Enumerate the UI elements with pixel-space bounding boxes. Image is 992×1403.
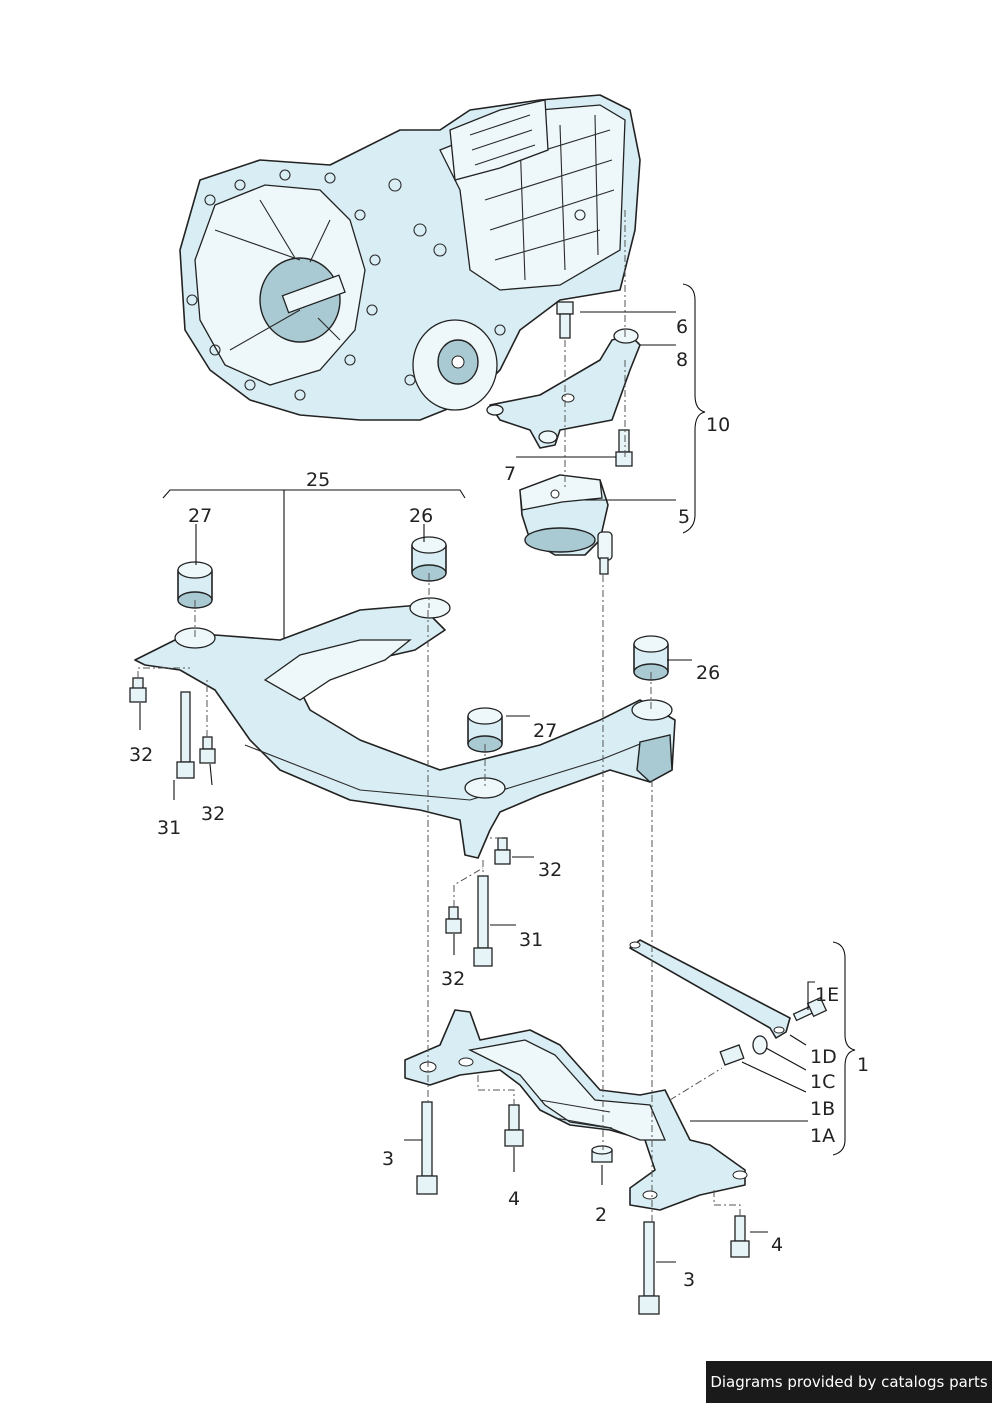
crossmember-25	[134, 604, 676, 859]
callout-27-center: 27	[533, 720, 557, 742]
bushing-26-right	[633, 635, 669, 681]
carrier-1a	[404, 1009, 748, 1211]
bolt-32-a	[129, 677, 147, 703]
bolt-6	[556, 301, 574, 339]
callout-26-left: 26	[409, 505, 433, 527]
callout-1: 1	[857, 1054, 869, 1076]
callout-31-left: 31	[157, 817, 181, 839]
callout-1b: 1B	[810, 1098, 835, 1120]
bolt-32-d	[445, 906, 462, 934]
strap-1d	[629, 939, 791, 1039]
callout-4-right: 4	[771, 1234, 783, 1256]
callout-1e: 1E	[815, 984, 839, 1006]
nut-2	[591, 1145, 613, 1163]
callout-32-a: 32	[129, 744, 153, 766]
callout-1c: 1C	[810, 1071, 835, 1093]
leader-lines	[139, 283, 856, 1263]
callout-4-left: 4	[508, 1188, 520, 1210]
rubber-mount-5	[519, 474, 613, 575]
assembly-axes	[137, 210, 741, 1222]
washer-1c	[752, 1035, 768, 1055]
bolt-32-b	[199, 736, 216, 764]
callout-labels: 6 8 10 7 5 25 27 26 26 27 32 31 32 32 31…	[129, 316, 869, 1291]
callout-2: 2	[595, 1204, 607, 1226]
bolt-4-right	[730, 1215, 750, 1258]
bushing-27-center	[467, 707, 503, 753]
callout-10: 10	[706, 414, 730, 436]
callout-1a: 1A	[810, 1125, 835, 1147]
bushing-26-left	[411, 536, 447, 582]
callout-8: 8	[676, 349, 688, 371]
callout-27-left: 27	[188, 505, 212, 527]
sleeve-1b	[719, 1044, 745, 1066]
callout-32-c: 32	[538, 859, 562, 881]
bolt-4-left	[504, 1104, 524, 1147]
bolt-32-c	[494, 837, 511, 865]
bolt-31-left	[176, 691, 195, 779]
callout-7: 7	[504, 463, 516, 485]
callout-6: 6	[676, 316, 688, 338]
bolt-3-right	[638, 1221, 660, 1315]
callout-32-b: 32	[201, 803, 225, 825]
callout-25: 25	[306, 469, 330, 491]
credit-banner: Diagrams provided by catalogs parts	[706, 1361, 992, 1403]
transmission-housing	[179, 94, 641, 421]
callout-31-center: 31	[519, 929, 543, 951]
bolt-31-center	[473, 875, 493, 967]
callout-32-d: 32	[441, 968, 465, 990]
bushing-seats	[174, 597, 673, 799]
callout-1d: 1D	[810, 1046, 837, 1068]
callout-5: 5	[678, 506, 690, 528]
bolt-7	[615, 429, 633, 467]
callout-3-right: 3	[683, 1269, 695, 1291]
bolt-3-left	[416, 1101, 438, 1195]
callout-26-right: 26	[696, 662, 720, 684]
callout-3-left: 3	[382, 1148, 394, 1170]
